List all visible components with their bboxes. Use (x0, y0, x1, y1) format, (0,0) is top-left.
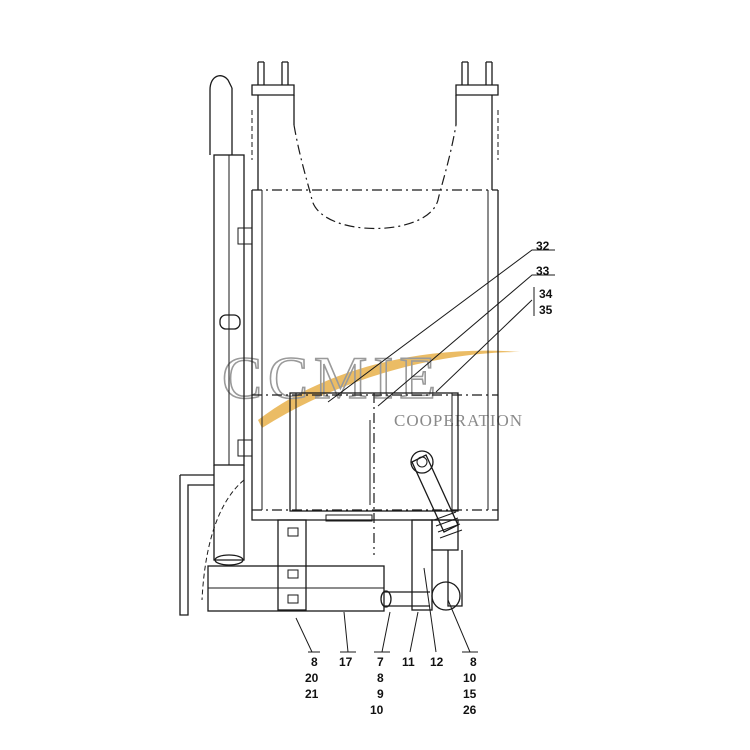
callout-group-1-line-1: 8 (311, 655, 318, 669)
callout-11: 11 (402, 655, 415, 669)
callout-group-1-line-3: 21 (305, 687, 319, 701)
watermark-brand: CCMIE (222, 345, 442, 411)
callout-35: 35 (539, 303, 553, 317)
callout-group-3-line-1: 7 (377, 655, 384, 669)
callout-labels: 32 33 34 35 8 20 21 17 7 8 9 10 11 12 8 … (305, 239, 553, 717)
callout-group-6-line-4: 26 (463, 703, 477, 717)
inner-tank (289, 392, 459, 555)
callout-group-1-line-2: 20 (305, 671, 319, 685)
callout-33: 33 (536, 264, 550, 278)
leader-lines (295, 249, 555, 653)
callout-17: 17 (339, 655, 353, 669)
watermark-swoosh (258, 350, 520, 428)
callout-group-6-line-3: 15 (463, 687, 477, 701)
callout-12: 12 (430, 655, 444, 669)
callout-group-3-line-4: 10 (370, 703, 384, 717)
callout-34: 34 (539, 287, 553, 301)
callout-group-3-line-3: 9 (377, 687, 384, 701)
frame-body (251, 61, 499, 521)
callout-group-6-line-1: 8 (470, 655, 477, 669)
callout-32: 32 (536, 239, 550, 253)
exhaust-pipe (179, 75, 253, 616)
watermark: CCMIE COOPERATION (221, 344, 522, 430)
callout-group-6-line-2: 10 (463, 671, 477, 685)
callout-group-3-line-2: 8 (377, 671, 384, 685)
bottom-assembly (207, 450, 463, 612)
